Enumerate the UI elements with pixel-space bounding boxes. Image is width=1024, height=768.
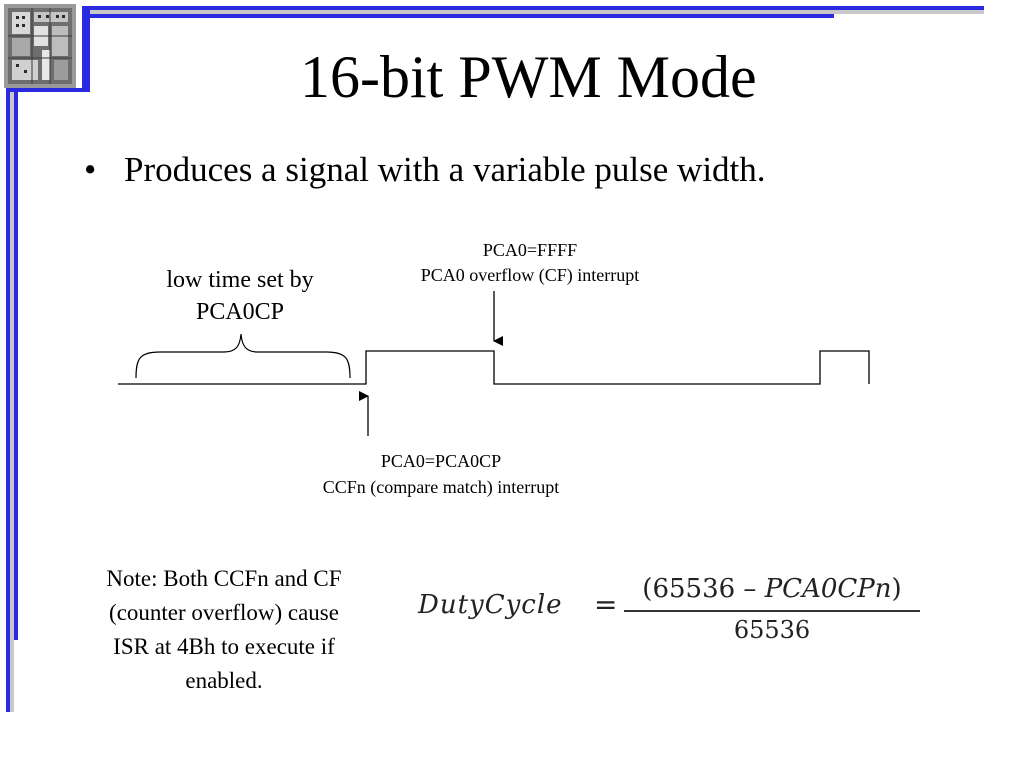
pwm-signal-line <box>118 350 870 385</box>
note-text: Note: Both CCFn and CF (counter overflow… <box>60 562 388 698</box>
formula-num-close: ) <box>891 574 902 604</box>
note-line4: enabled. <box>185 668 263 693</box>
left-frame-blue-line <box>6 92 10 712</box>
formula-denominator: 65536 <box>733 616 811 644</box>
top-frame-blue-line-inner <box>90 14 834 18</box>
overflow-label: PCA0=FFFF PCA0 overflow (CF) interrupt <box>380 238 680 288</box>
frame-corner-blue-bottom <box>6 88 90 92</box>
top-frame-blue-line <box>90 6 984 10</box>
low-time-label-line1: low time set by <box>166 267 314 293</box>
formula-num-open: (65536 – <box>642 574 765 604</box>
formula-numerator: (65536 – PCA0CPn) <box>624 574 920 604</box>
compare-match-label-line1: PCA0=PCA0CP <box>380 451 502 471</box>
left-frame-gray-line <box>10 92 14 712</box>
low-time-label-line2: PCA0CP <box>195 299 285 325</box>
note-line3: ISR at 4Bh to execute if <box>113 634 335 659</box>
frame-corner-blue <box>82 6 90 92</box>
bullet-text: Produces a signal with a variable pulse … <box>124 150 766 189</box>
low-time-brace <box>135 333 351 379</box>
slide-title: 16-bit PWM Mode <box>300 44 757 110</box>
chip-die-logo <box>4 4 76 88</box>
formula-equals: = <box>594 588 618 621</box>
compare-match-label-line2: CCFn (compare match) interrupt <box>322 477 560 497</box>
overflow-label-line2: PCA0 overflow (CF) interrupt <box>420 265 640 285</box>
low-time-label: low time set by PCA0CP <box>140 264 340 328</box>
formula-lhs: DutyCycle <box>418 590 563 620</box>
overflow-label-line1: PCA0=FFFF <box>482 240 578 260</box>
note-line2: (counter overflow) cause <box>109 600 339 625</box>
top-frame-gray-line <box>90 10 984 14</box>
duty-cycle-formula: DutyCycle = (65536 – PCA0CPn) 65536 <box>414 572 924 652</box>
bullet-item: • Produces a signal with a variable pulse… <box>84 148 766 192</box>
bullet-marker: • <box>84 150 97 189</box>
note-line1: Note: Both CCFn and CF <box>106 566 342 591</box>
left-frame-blue-line-inner <box>14 92 18 640</box>
formula-num-var: PCA0CPn <box>764 574 892 604</box>
formula-fraction-bar <box>624 610 920 612</box>
compare-match-label: PCA0=PCA0CP CCFn (compare match) interru… <box>270 448 612 500</box>
